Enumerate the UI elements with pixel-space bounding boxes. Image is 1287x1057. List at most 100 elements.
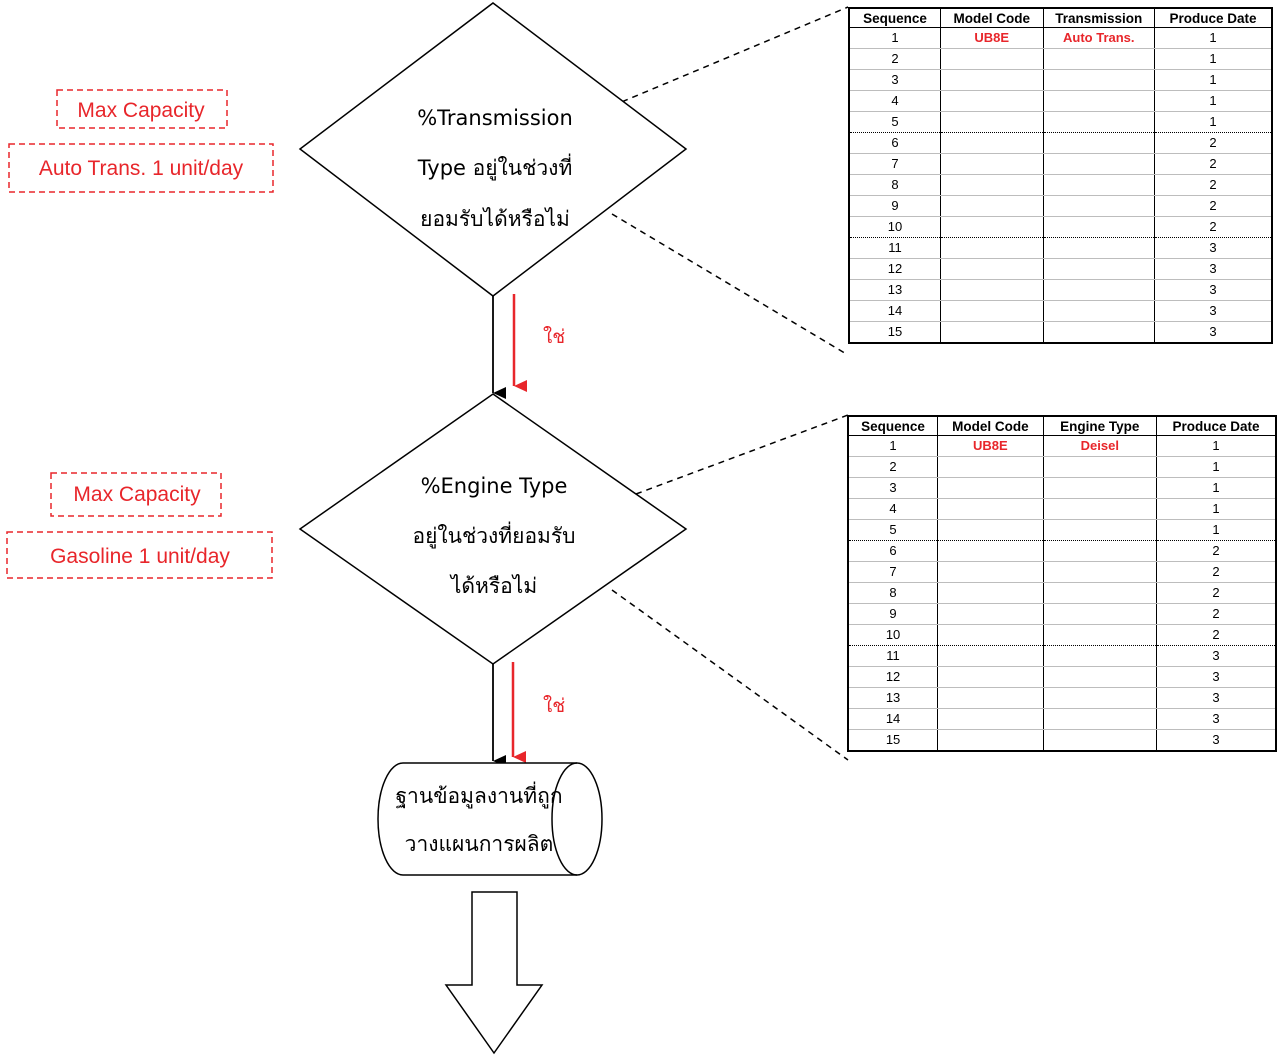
table-cell xyxy=(1042,132,1156,154)
table-cell: 3 xyxy=(1156,708,1277,730)
table-cell: 10 xyxy=(847,624,939,646)
table-cell: 2 xyxy=(848,48,941,70)
decision2-line-3: ได้หรือไม่ xyxy=(449,574,537,598)
table-cell xyxy=(1042,729,1158,752)
table-cell: 1 xyxy=(1154,69,1273,91)
table-cell: 15 xyxy=(847,729,939,752)
table-cell xyxy=(939,90,1044,112)
table-cell: 1 xyxy=(1154,111,1273,133)
table-cell xyxy=(1042,90,1156,112)
table-cell xyxy=(1042,687,1158,709)
table-cell xyxy=(937,540,1044,562)
table-cell: 3 xyxy=(1154,258,1273,280)
table1-header-produce-date: Produce Date xyxy=(1154,7,1273,28)
table-cell: 2 xyxy=(1154,195,1273,217)
database-cylinder xyxy=(377,762,603,876)
table-cell xyxy=(937,708,1044,730)
table-cell xyxy=(939,132,1044,154)
table-cell xyxy=(1042,237,1156,259)
table-cell xyxy=(939,216,1044,238)
table-cell: 3 xyxy=(1156,687,1277,709)
table-cell: 13 xyxy=(847,687,939,709)
table-cell xyxy=(937,687,1044,709)
table-cell: 1 xyxy=(1156,456,1277,478)
table-cell xyxy=(1042,300,1156,322)
table2-header-produce-date: Produce Date xyxy=(1156,415,1277,436)
table-cell xyxy=(939,111,1044,133)
database-line-1: ฐานข้อมูลงานที่ถูก xyxy=(395,781,562,809)
table-cell xyxy=(1042,666,1158,688)
table-cell xyxy=(1042,216,1156,238)
table-cell: 2 xyxy=(1154,174,1273,196)
table-cell: 5 xyxy=(847,519,939,541)
max-capacity-title-2: Max Capacity xyxy=(73,483,201,506)
decision2-line-1: %Engine Type xyxy=(421,474,568,498)
callout-line-bottom-2 xyxy=(611,589,849,761)
table-cell: 2 xyxy=(1156,582,1277,604)
table-cell: 3 xyxy=(847,477,939,499)
table-cell: UB8E xyxy=(937,435,1044,457)
max-capacity-title-1: Max Capacity xyxy=(77,99,205,122)
table-cell xyxy=(939,279,1044,301)
table-cell xyxy=(1042,111,1156,133)
table-cell: 1 xyxy=(1154,48,1273,70)
table-cell xyxy=(939,174,1044,196)
table-cell xyxy=(1042,498,1158,520)
table-cell: 3 xyxy=(848,69,941,91)
table-cell: 10 xyxy=(848,216,941,238)
yes-label-1: ใช่ xyxy=(543,326,565,348)
table-cell: 3 xyxy=(1156,729,1277,752)
capacity-value-box-1 xyxy=(8,143,274,193)
table-cell: 8 xyxy=(847,582,939,604)
database-line-2: วางแผนการผลิต xyxy=(405,832,554,856)
table-cell xyxy=(1042,195,1156,217)
table-cell: 5 xyxy=(848,111,941,133)
table-cell: Auto Trans. xyxy=(1042,27,1156,49)
table2-header-sequence: Sequence xyxy=(847,415,939,436)
table-cell: 3 xyxy=(1156,645,1277,667)
table-row: 15 3 xyxy=(847,729,1277,752)
block-arrow-down xyxy=(444,891,544,1055)
table-cell: 14 xyxy=(848,300,941,322)
table-cell xyxy=(1042,561,1158,583)
table-cell: 1 xyxy=(1156,519,1277,541)
table1-header-sequence: Sequence xyxy=(848,7,941,28)
callout-line-top-2 xyxy=(635,414,849,495)
table-cell xyxy=(939,300,1044,322)
table-cell: 2 xyxy=(1156,603,1277,625)
capacity-value-2: Gasoline 1 unit/day xyxy=(50,545,230,568)
table-cell: Deisel xyxy=(1042,435,1158,457)
table-cell xyxy=(1042,645,1158,667)
table-cell: 6 xyxy=(847,540,939,562)
yes-label-2: ใช่ xyxy=(543,695,565,717)
table-cell xyxy=(937,603,1044,625)
table-cell xyxy=(1042,603,1158,625)
table-cell xyxy=(1042,624,1158,646)
table-cell: 1 xyxy=(848,27,941,49)
table1-header-transmission: Transmission xyxy=(1042,7,1156,28)
table-cell: 2 xyxy=(847,456,939,478)
table-cell: 7 xyxy=(848,153,941,175)
table-cell xyxy=(937,624,1044,646)
table-cell xyxy=(1042,456,1158,478)
table-cell xyxy=(1042,48,1156,70)
table-cell xyxy=(937,645,1044,667)
table-cell: 1 xyxy=(847,435,939,457)
table-cell xyxy=(939,48,1044,70)
